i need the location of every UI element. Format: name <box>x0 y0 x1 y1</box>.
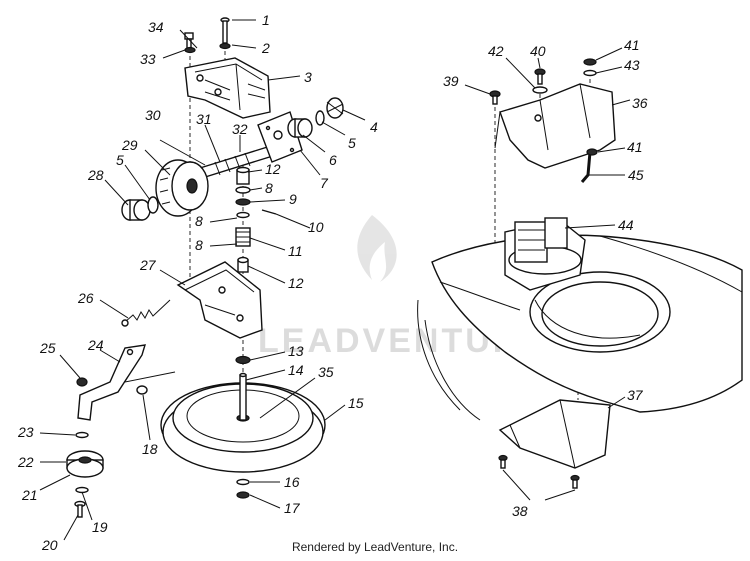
spring-26 <box>121 299 171 327</box>
idler-bracket-24 <box>77 344 176 421</box>
bushing-28 <box>121 199 151 221</box>
callout-8-middle: 8 <box>195 213 203 229</box>
callout-41-lower: 41 <box>627 139 643 155</box>
gear-29 <box>155 159 209 217</box>
callout-7: 7 <box>320 175 329 191</box>
callout-12-upper: 12 <box>265 161 281 177</box>
mower-deck <box>417 234 743 421</box>
washer-23 <box>75 431 89 439</box>
nut-25 <box>76 377 88 387</box>
gear-housing-27 <box>176 261 263 339</box>
callout-36: 36 <box>632 95 648 111</box>
callout-6: 6 <box>329 152 337 168</box>
callout-11: 11 <box>288 243 303 259</box>
callout-10: 10 <box>308 219 324 235</box>
callout-33: 33 <box>140 51 156 67</box>
nut-17 <box>236 491 250 499</box>
belt-shroud-36 <box>494 83 616 169</box>
callout-28: 28 <box>87 167 104 183</box>
spline-gear-4 <box>326 97 344 119</box>
washer-43 <box>583 69 597 77</box>
callout-39: 39 <box>443 73 459 89</box>
nut-41-upper <box>583 58 597 66</box>
callout-29: 29 <box>121 137 138 153</box>
bolt-34 <box>184 32 196 54</box>
callout-32: 32 <box>232 121 248 137</box>
callout-25: 25 <box>39 340 56 356</box>
callout-19: 19 <box>92 519 108 535</box>
bolt-40 <box>534 68 546 85</box>
callout-37: 37 <box>627 387 644 403</box>
callouts-left: 1 2 3 4 5 6 7 8 9 10 11 12 13 14 15 16 1… <box>17 12 378 553</box>
nut-41-lower <box>586 148 598 156</box>
callout-4: 4 <box>370 119 378 135</box>
motor-44 <box>504 217 586 291</box>
callout-20: 20 <box>41 537 58 553</box>
callout-31: 31 <box>196 111 212 127</box>
idler-pulley-22 <box>66 450 104 478</box>
callout-24: 24 <box>87 337 104 353</box>
nut-18 <box>136 385 148 395</box>
flame-logo-icon <box>357 215 397 282</box>
bolts-38 <box>498 454 580 489</box>
callout-22: 22 <box>17 454 34 470</box>
callout-35: 35 <box>318 364 334 380</box>
key-10 <box>261 209 277 215</box>
washer-19 <box>75 486 89 494</box>
callout-27: 27 <box>139 257 157 273</box>
washer-5-right <box>315 110 325 126</box>
callout-5-right: 5 <box>348 135 356 151</box>
shaft-14 <box>239 372 247 421</box>
callout-34: 34 <box>148 19 164 35</box>
callout-9: 9 <box>289 191 297 207</box>
gear-housing-3 <box>184 57 271 119</box>
callout-15: 15 <box>348 395 364 411</box>
callout-17: 17 <box>284 500 301 516</box>
callout-8-upper: 8 <box>265 180 273 196</box>
callout-8-lower: 8 <box>195 237 203 253</box>
callout-40: 40 <box>530 43 546 59</box>
callout-38: 38 <box>512 503 528 519</box>
washer-16 <box>236 478 250 486</box>
bolt-39 <box>489 90 501 105</box>
callout-1: 1 <box>262 12 270 28</box>
screw-1 <box>219 17 231 50</box>
callout-43: 43 <box>624 57 640 73</box>
bearing-13 <box>235 355 251 365</box>
callout-2: 2 <box>261 40 270 56</box>
chute-37 <box>498 399 611 469</box>
callout-44: 44 <box>618 217 634 233</box>
callout-3: 3 <box>304 69 312 85</box>
cable-45 <box>580 151 592 183</box>
callouts-right: 36 37 38 39 40 41 41 42 43 44 45 <box>443 37 648 519</box>
callout-14: 14 <box>288 362 304 378</box>
callout-13: 13 <box>288 343 304 359</box>
callout-21: 21 <box>21 487 38 503</box>
washer-42 <box>532 86 548 94</box>
bolt-20 <box>74 500 86 518</box>
callout-18: 18 <box>142 441 158 457</box>
callout-30: 30 <box>145 107 161 123</box>
callout-16: 16 <box>284 474 300 490</box>
callout-12-lower: 12 <box>288 275 304 291</box>
callout-23: 23 <box>17 424 34 440</box>
washer-5-left <box>147 196 159 214</box>
leader-lines-right <box>464 47 631 501</box>
part-stack <box>235 166 251 273</box>
callout-45: 45 <box>628 167 644 183</box>
callout-41-upper: 41 <box>624 37 640 53</box>
callout-42: 42 <box>488 43 504 59</box>
callout-5-left: 5 <box>116 152 124 168</box>
footer-credit: Rendered by LeadVenture, Inc. <box>291 540 459 554</box>
leader-lines-left <box>39 19 366 541</box>
bearing-6 <box>287 118 313 138</box>
callout-26: 26 <box>77 290 94 306</box>
